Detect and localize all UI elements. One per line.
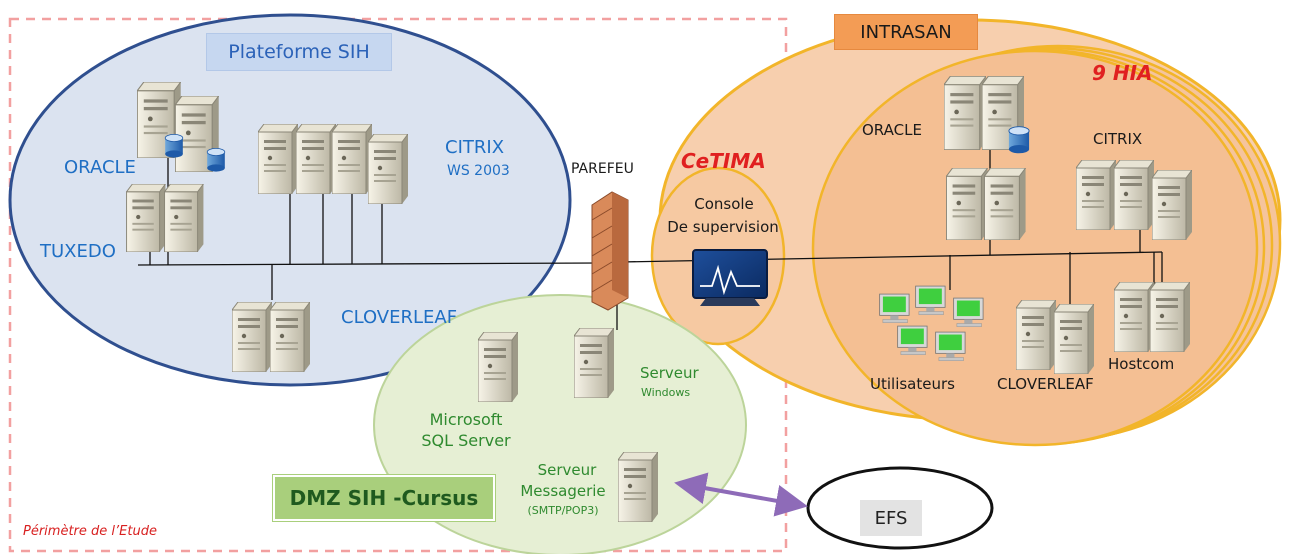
firewall-icon [591, 191, 629, 311]
intrasan-title: INTRASAN [860, 21, 952, 43]
hia-hostcom-servers [1114, 282, 1190, 352]
mail-server-icon [618, 452, 658, 522]
cetima-title: CeTIMA [681, 149, 766, 173]
sih-oracle-label: ORACLE [64, 157, 136, 178]
windows-server-icon [574, 328, 614, 398]
dmz-title: DMZ SIH -Cursus [289, 486, 479, 510]
monitor-icon [692, 249, 768, 306]
efs-label: EFS [874, 507, 908, 529]
mail-server-label-line1: Serveur [537, 461, 597, 479]
windows-server-label-line2: Windows [641, 386, 691, 399]
sql-server-label-line1: Microsoft [429, 410, 503, 429]
console-label-line2: De supervision [667, 218, 779, 236]
sih-cloverleaf-servers [232, 302, 310, 372]
hia-title: 9 HIA [1092, 61, 1153, 85]
users-label: Utilisateurs [870, 375, 955, 393]
efs-box: EFS [860, 500, 922, 536]
mail-server-label-line2: Messagerie [520, 482, 606, 500]
sih-citrix-label: CITRIX [445, 137, 505, 158]
perimeter-label: Périmètre de l’Etude [23, 524, 157, 539]
hia-citrix-label: CITRIX [1093, 130, 1143, 148]
sih-title: Plateforme SIH [228, 41, 370, 63]
sih-citrix-version-label: WS 2003 [447, 163, 510, 179]
hostcom-label: Hostcom [1108, 355, 1175, 373]
firewall-label: PAREFEU [571, 161, 634, 177]
hia-cloverleaf-servers [1016, 300, 1094, 374]
hia-oracle-label: ORACLE [862, 121, 922, 139]
sih-citrix-servers [258, 124, 408, 204]
mail-efs-arrow [674, 472, 808, 517]
hia-cloverleaf-label: CLOVERLEAF [997, 375, 1094, 393]
intrasan-title-box: INTRASAN [834, 14, 978, 50]
sih-cloverleaf-label: CLOVERLEAF [341, 307, 458, 328]
sql-server-label-line2: SQL Server [421, 431, 511, 450]
sih-tuxedo-label: TUXEDO [40, 241, 116, 262]
hia-citrix-servers [1076, 160, 1192, 240]
console-label-line1: Console [694, 195, 754, 213]
sql-server-icon [478, 332, 518, 402]
windows-server-label-line1: Serveur [640, 364, 699, 382]
dmz-title-box: DMZ SIH -Cursus [273, 475, 495, 521]
sih-tuxedo-servers [126, 184, 204, 252]
sih-title-box: Plateforme SIH [206, 33, 392, 71]
mail-protocols-label: (SMTP/POP3) [527, 504, 599, 517]
